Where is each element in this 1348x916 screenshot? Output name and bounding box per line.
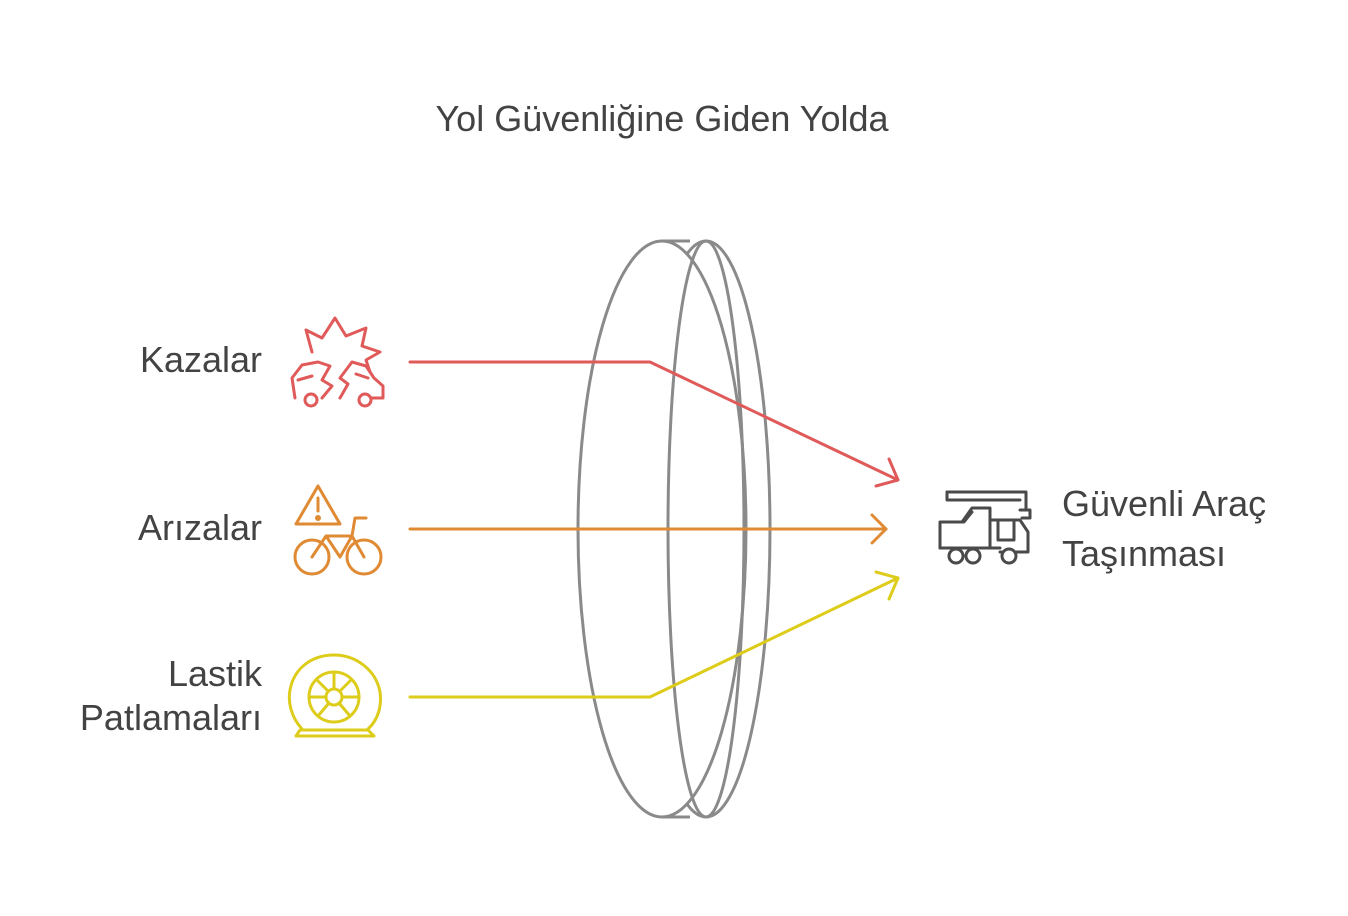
bicycle-front-wheel <box>345 538 383 576</box>
arrow-arizalar-head <box>870 513 888 545</box>
warning-bicycle-icon <box>293 484 383 576</box>
arrow-kazalar <box>408 360 900 488</box>
tow-truck-icon <box>938 490 1032 565</box>
bicycle-rear-wheel <box>293 538 331 576</box>
label-guvenli-arac-tasinmasi: Güvenli Araç Taşınması <box>1062 479 1332 579</box>
car-crash-icon <box>290 316 385 408</box>
label-lastik-line2: Patlamaları <box>79 697 262 738</box>
label-arizalar-text: Arızalar <box>137 507 262 548</box>
label-output-line2: Taşınması <box>1062 533 1227 574</box>
flat-tire-icon <box>287 653 382 738</box>
warning-triangle <box>294 484 342 526</box>
label-kazalar: Kazalar <box>60 338 262 382</box>
label-arizalar: Arızalar <box>60 506 262 550</box>
arrow-lastik <box>408 570 900 699</box>
label-output-line1: Güvenli Araç <box>1062 483 1267 524</box>
label-lastik-line1: Lastik <box>167 653 262 694</box>
arrow-arizalar <box>408 513 888 545</box>
label-lastik-patlamalari: Lastik Patlamaları <box>40 652 262 740</box>
arrow-kazalar-head <box>874 457 900 488</box>
diagram-title: Yol Güvenliğine Giden Yolda <box>435 98 889 139</box>
label-kazalar-text: Kazalar <box>139 339 262 380</box>
arrow-lastik-head <box>874 570 900 601</box>
